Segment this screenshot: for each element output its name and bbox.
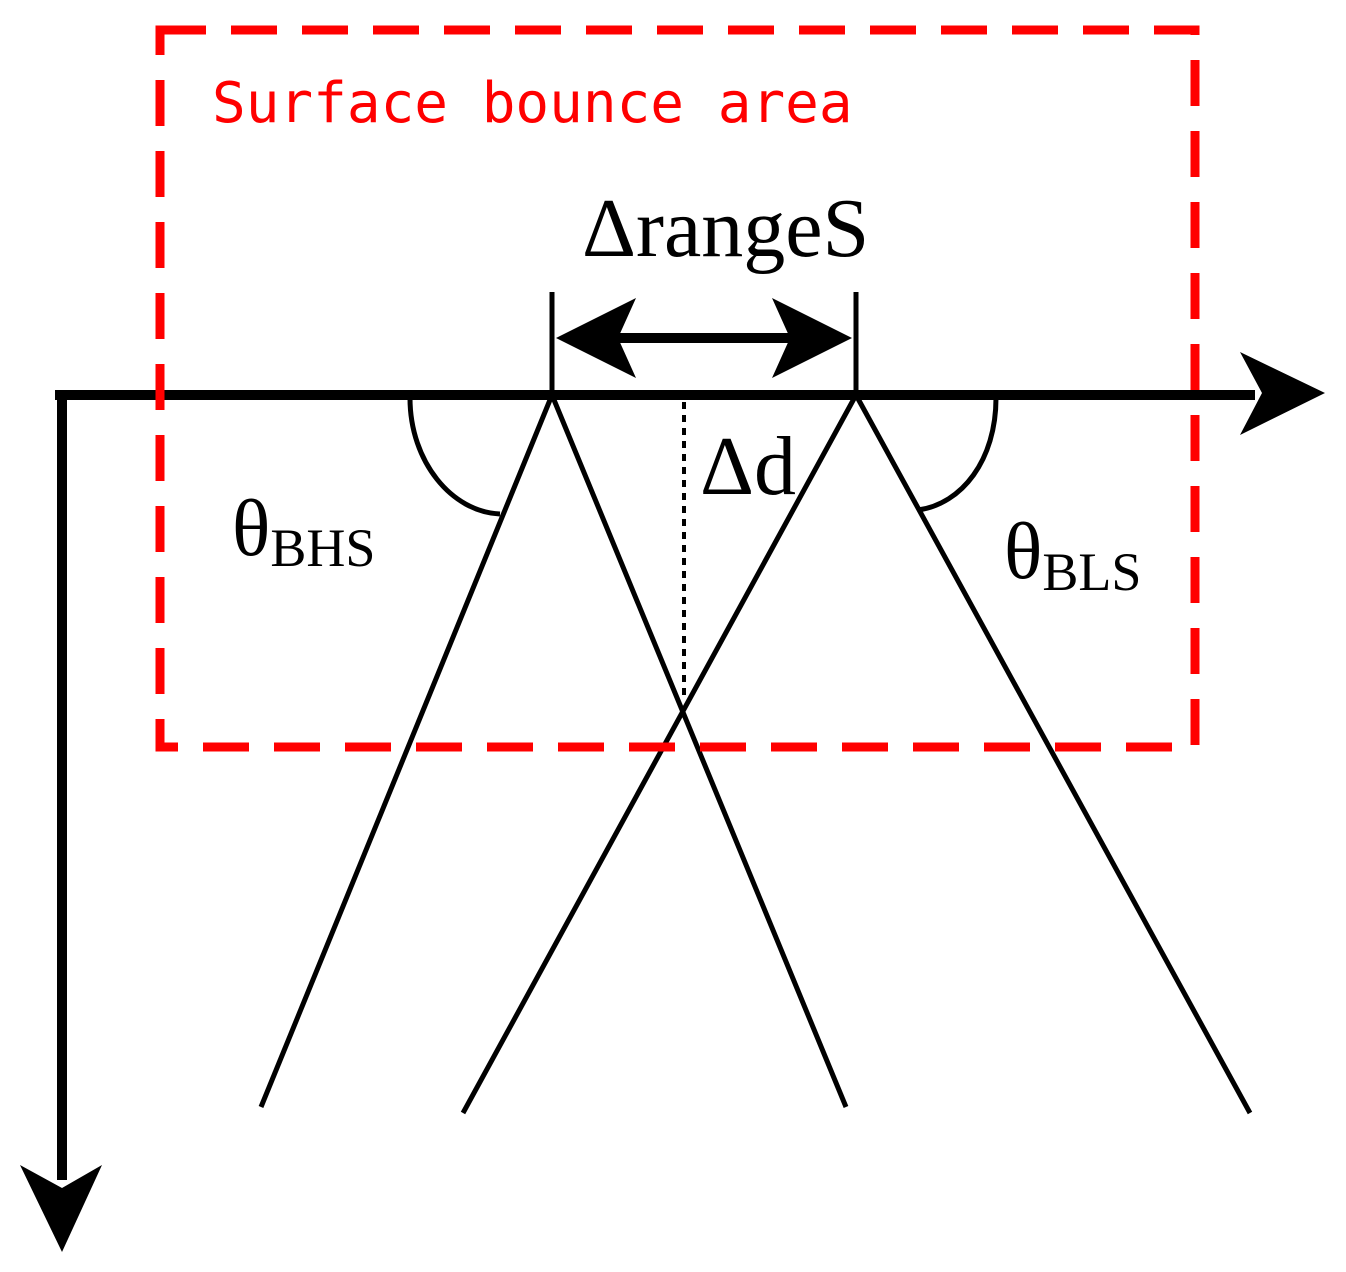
beam-line-left-outer (258, 394, 555, 1108)
beam-line-left-inner (549, 394, 849, 1108)
angle-subscript-left: BHS (270, 518, 375, 578)
angle-arc-left (407, 397, 501, 517)
angle-label-left: θBHS (232, 485, 375, 578)
depth-label: Δd (700, 420, 796, 513)
angle-symbol-right: θ (1004, 508, 1042, 596)
angle-symbol-left: θ (232, 485, 270, 573)
range-arrowhead-right (772, 298, 852, 378)
beam-line-right-outer (853, 393, 1253, 1115)
vertical-axis-arrowhead (20, 1165, 102, 1252)
angle-label-right: θBLS (1004, 508, 1141, 602)
horizontal-axis-arrowhead (1240, 352, 1325, 435)
range-arrowhead-left (556, 298, 636, 378)
beam-line-right-inner (460, 393, 859, 1115)
region-label: Surface bounce area (212, 71, 853, 136)
range-label: ΔrangeS (582, 182, 869, 275)
angle-arc-right (917, 397, 999, 513)
angle-subscript-right: BLS (1042, 542, 1141, 602)
surface-bounce-region (155, 25, 1200, 752)
